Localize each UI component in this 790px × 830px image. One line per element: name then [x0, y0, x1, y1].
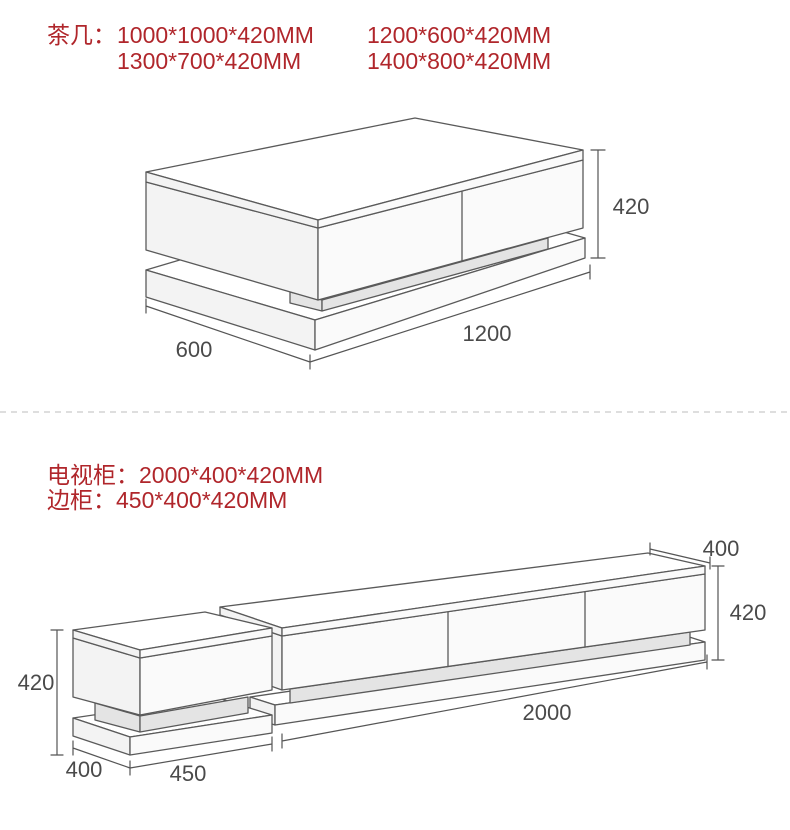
tv-cabinet-spec-line: 电视柜：2000*400*420MM: [47, 462, 323, 488]
tv-cabinet-length-label: 2000: [523, 700, 572, 725]
tv-cabinet-dimensions: 400 420 2000: [281, 536, 767, 749]
side-cabinet-size: 450*400*420MM: [116, 487, 287, 513]
side-cabinet-base-front-face: [129, 714, 273, 756]
side-cabinet-drawing: [72, 611, 273, 756]
coffee-table-size-3: 1300*700*420MM: [117, 48, 301, 74]
side-cabinet-depth-label: 400: [66, 757, 103, 782]
coffee-table-top-front-edge: [317, 149, 584, 229]
tv-cabinet-label: 电视柜：: [47, 462, 139, 488]
coffee-table-size-4: 1400*800*420MM: [367, 48, 551, 74]
side-cabinet-top-front-edge: [139, 627, 273, 659]
side-cabinet-height-label: 420: [18, 670, 55, 695]
coffee-table-height-line: [590, 149, 606, 259]
side-cabinet-spec-line: 边柜：450*400*420MM: [47, 487, 287, 513]
tv-cabinet-height-label: 420: [730, 600, 767, 625]
tv-cabinet-spec: 电视柜：2000*400*420MM 边柜：450*400*420MM: [47, 462, 323, 513]
coffee-table-length-line: [309, 264, 591, 363]
side-cabinet-height-line: [50, 629, 64, 756]
coffee-table-length-label: 1200: [463, 321, 512, 346]
coffee-table-spec: 茶几： 1000*1000*420MM 1200*600*420MM 1300*…: [47, 22, 551, 74]
coffee-table-label: 茶几：: [47, 22, 116, 48]
coffee-table-drawing: [145, 117, 586, 351]
side-cabinet-plinth-front: [139, 696, 249, 733]
coffee-table-height-label: 420: [613, 194, 650, 219]
side-cabinet-label: 边柜：: [47, 487, 116, 513]
side-cabinet-dimensions: 420 400 450: [18, 629, 273, 786]
tv-cabinet-length-line: [281, 654, 708, 749]
coffee-table-base-front-face: [314, 237, 586, 351]
tv-cabinet-height-line: [711, 565, 725, 661]
tv-cabinet-top-front-edge: [281, 565, 706, 637]
tv-cabinet-size: 2000*400*420MM: [139, 462, 323, 488]
tv-cabinet-drawing: [219, 552, 706, 726]
coffee-table-size-1: 1000*1000*420MM: [117, 22, 314, 48]
side-cabinet-width-line: [129, 736, 273, 769]
coffee-table-dimensions: 420 600 1200: [145, 149, 650, 370]
coffee-table-plinth-front: [321, 237, 549, 312]
tv-cabinet-depth-label: 400: [703, 536, 740, 561]
coffee-table-size-2: 1200*600*420MM: [367, 22, 551, 48]
tv-cabinet-depth-line: [649, 542, 711, 570]
coffee-table-depth-label: 600: [176, 337, 213, 362]
side-cabinet-width-label: 450: [170, 761, 207, 786]
